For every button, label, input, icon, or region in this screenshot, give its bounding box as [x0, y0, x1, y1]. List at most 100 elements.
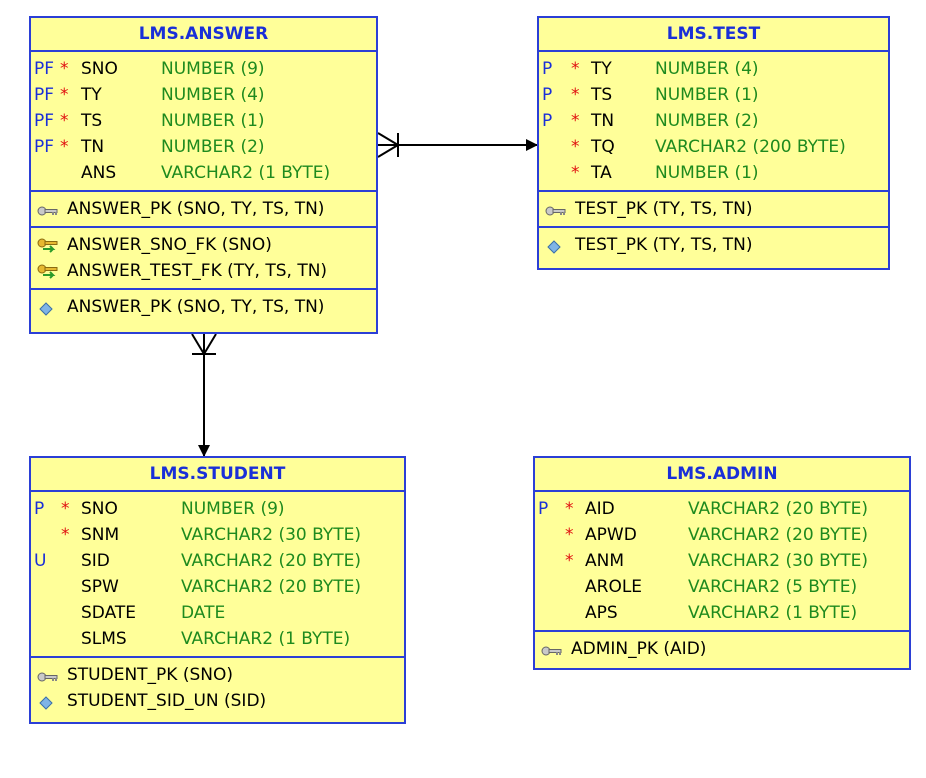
key-row[interactable]: ANSWER_PK (SNO, TY, TS, TN)	[31, 196, 376, 222]
key-row[interactable]: TEST_PK (TY, TS, TN)	[539, 232, 888, 258]
column-name: SID	[81, 551, 110, 571]
column-flag: P	[542, 111, 553, 131]
required-marker: *	[60, 111, 69, 131]
required-marker: *	[571, 59, 580, 79]
column-row[interactable]: * TQ VARCHAR2 (200 BYTE)	[539, 134, 888, 160]
relationship-answer-test	[377, 132, 538, 158]
column-flag: PF	[34, 59, 55, 79]
column-type: NUMBER (1)	[655, 163, 759, 183]
table-title: LMS.STUDENT	[31, 458, 404, 492]
column-type: VARCHAR2 (1 BYTE)	[688, 603, 858, 623]
key-label: ANSWER_TEST_FK (TY, TS, TN)	[67, 261, 328, 281]
column-flag: PF	[34, 137, 55, 157]
required-marker: *	[61, 499, 70, 519]
column-type: DATE	[181, 603, 226, 623]
key-label: STUDENT_SID_UN (SID)	[67, 691, 267, 711]
column-type: VARCHAR2 (1 BYTE)	[161, 163, 331, 183]
key-row[interactable]: ANSWER_PK (SNO, TY, TS, TN)	[31, 294, 376, 320]
column-name: TY	[81, 85, 102, 105]
column-flag: PF	[34, 111, 55, 131]
column-type: NUMBER (9)	[161, 59, 265, 79]
primary-key-icon	[37, 667, 59, 683]
primary-key-list: TEST_PK (TY, TS, TN)	[539, 192, 888, 228]
key-list: STUDENT_PK (SNO) STUDENT_SID_UN (SID)	[31, 658, 404, 718]
column-name: TQ	[591, 137, 615, 157]
column-name: TY	[591, 59, 612, 79]
column-row[interactable]: PF* TS NUMBER (1)	[31, 108, 376, 134]
primary-key-icon	[545, 201, 567, 217]
column-name: TA	[591, 163, 612, 183]
column-type: VARCHAR2 (20 BYTE)	[181, 551, 361, 571]
column-row[interactable]: * TA NUMBER (1)	[539, 160, 888, 186]
column-flag: P	[538, 499, 549, 519]
key-row[interactable]: STUDENT_PK (SNO)	[31, 662, 404, 688]
unique-index-icon	[37, 693, 59, 710]
column-name: APS	[585, 603, 618, 623]
column-type: NUMBER (1)	[161, 111, 265, 131]
column-type: NUMBER (1)	[655, 85, 759, 105]
key-label: STUDENT_PK (SNO)	[67, 665, 234, 685]
required-marker: *	[60, 137, 69, 157]
required-marker: *	[571, 163, 580, 183]
key-row[interactable]: TEST_PK (TY, TS, TN)	[539, 196, 888, 222]
required-marker: *	[60, 59, 69, 79]
foreign-key-icon	[37, 263, 59, 279]
column-name: TS	[81, 111, 103, 131]
column-flag: PF	[34, 85, 55, 105]
key-row[interactable]: ANSWER_TEST_FK (TY, TS, TN)	[31, 258, 376, 284]
column-flag: P	[542, 85, 553, 105]
column-flag: P	[34, 499, 45, 519]
column-flag: P	[542, 59, 553, 79]
required-marker: *	[565, 525, 574, 545]
required-marker: *	[571, 137, 580, 157]
column-name: TN	[591, 111, 615, 131]
primary-key-list: ANSWER_PK (SNO, TY, TS, TN)	[31, 192, 376, 228]
key-row[interactable]: ANSWER_SNO_FK (SNO)	[31, 232, 376, 258]
column-name: SNM	[81, 525, 120, 545]
column-name: ANM	[585, 551, 625, 571]
column-name: SNO	[81, 59, 118, 79]
column-name: APWD	[585, 525, 637, 545]
key-row[interactable]: STUDENT_SID_UN (SID)	[31, 688, 404, 714]
column-type: VARCHAR2 (200 BYTE)	[655, 137, 846, 157]
key-label: ADMIN_PK (AID)	[571, 639, 707, 659]
required-marker: *	[565, 551, 574, 571]
column-type: VARCHAR2 (20 BYTE)	[181, 577, 361, 597]
required-marker: *	[571, 85, 580, 105]
column-name: AID	[585, 499, 615, 519]
table-title: LMS.ANSWER	[31, 18, 376, 52]
foreign-key-list: ANSWER_SNO_FK (SNO) ANSWER_TEST_FK (TY, …	[31, 228, 376, 290]
key-label: TEST_PK (TY, TS, TN)	[575, 235, 753, 255]
key-row[interactable]: ADMIN_PK (AID)	[535, 636, 909, 662]
relationship-answer-student	[191, 333, 217, 457]
required-marker: *	[571, 111, 580, 131]
column-row[interactable]: PF* SNO NUMBER (9)	[31, 56, 376, 82]
column-row[interactable]: APS VARCHAR2 (1 BYTE)	[535, 600, 909, 626]
column-name: AROLE	[585, 577, 643, 597]
required-marker: *	[61, 525, 70, 545]
